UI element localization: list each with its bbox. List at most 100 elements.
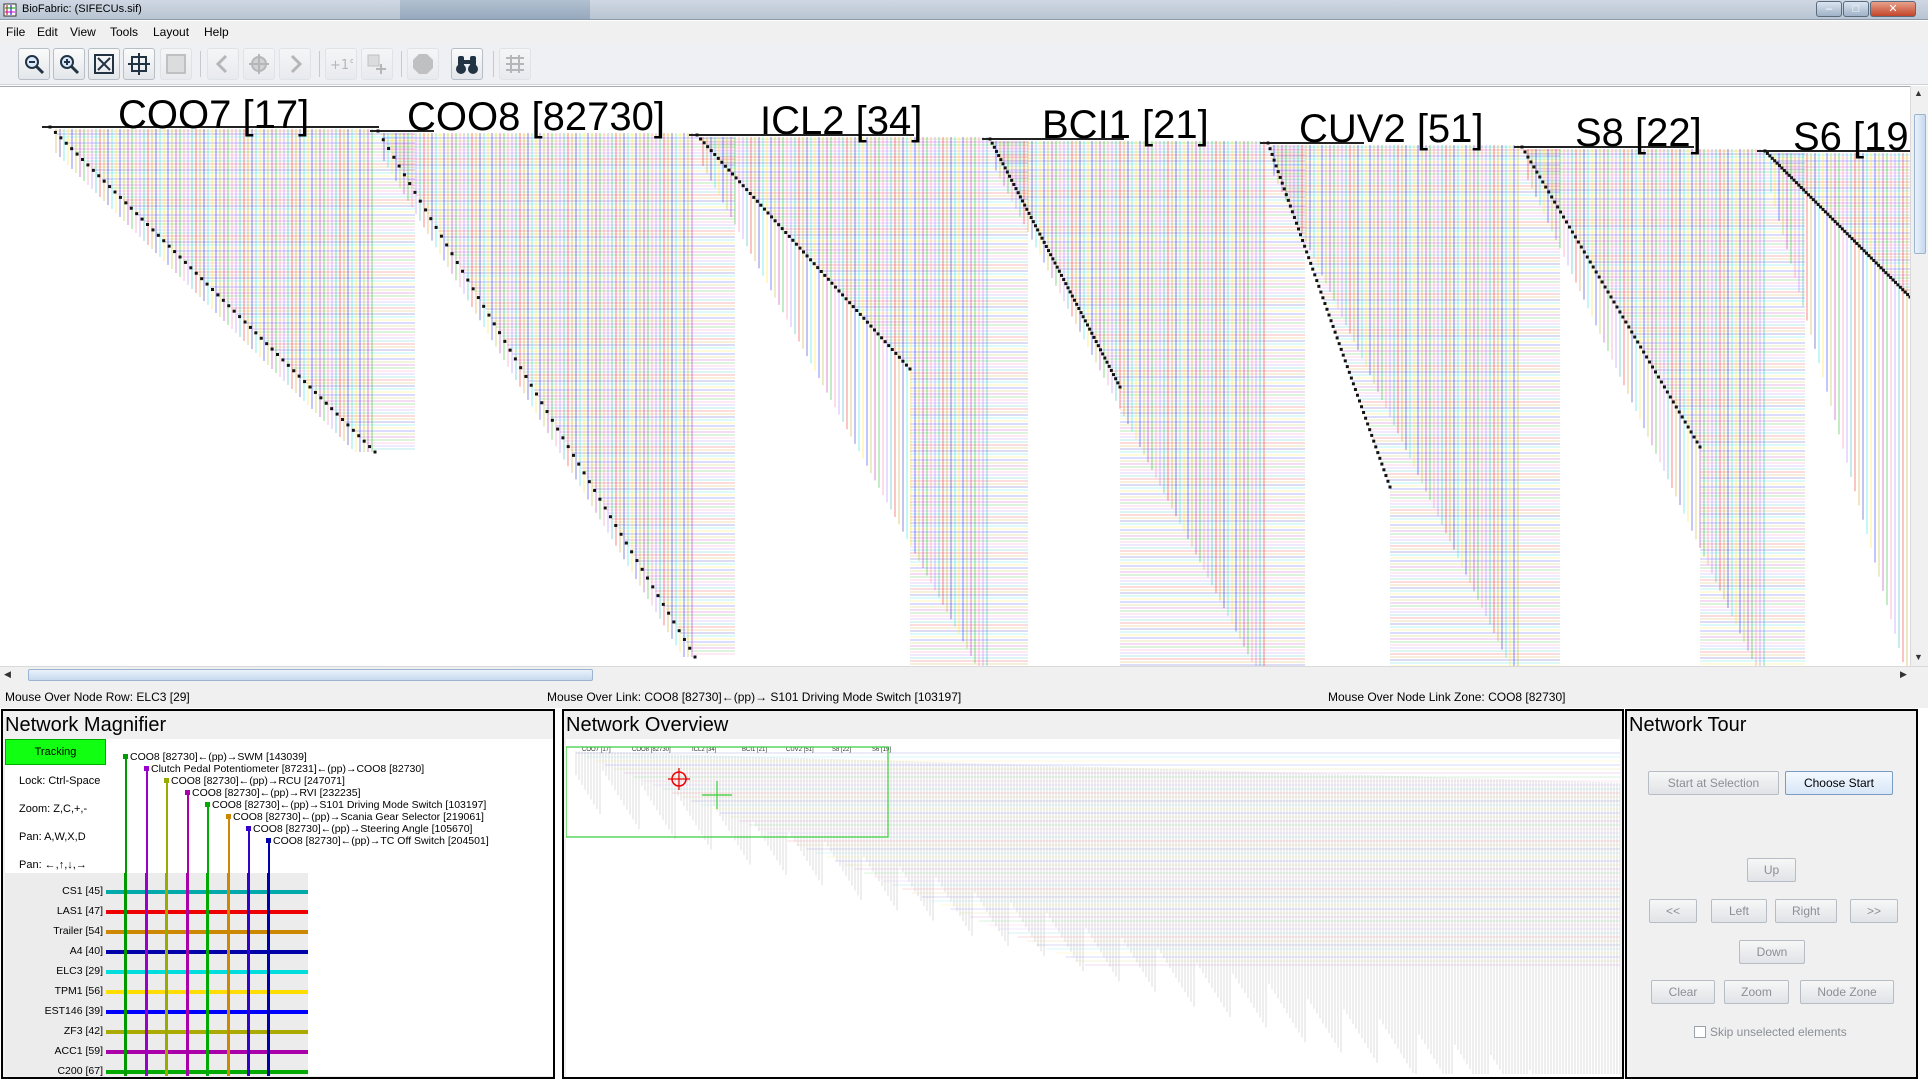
node-title-coo7: COO7 [17] — [118, 93, 310, 137]
link-endpoint-marker — [185, 790, 190, 795]
magnifier-link-label: COO8 [82730]←(pp)→Steering Angle [105670… — [253, 823, 473, 835]
center-on-selection-button[interactable] — [243, 48, 275, 80]
status-row: Mouse Over Node Row: ELC3 [29] Mouse Ove… — [0, 682, 1928, 708]
scroll-down-arrow-icon[interactable]: ▼ — [1914, 652, 1923, 662]
horizontal-scrollbar[interactable]: ◀ ▶ — [0, 666, 1928, 682]
magnifier-link-label: COO8 [82730]←(pp)→TC Off Switch [204501] — [273, 835, 489, 847]
minimize-button[interactable]: – — [1816, 1, 1842, 17]
overview-viewport-rect[interactable] — [565, 746, 889, 838]
status-node-row: Mouse Over Node Row: ELC3 [29] — [5, 690, 190, 704]
add-first-neighbors-button[interactable]: +1° — [325, 48, 357, 80]
previous-button[interactable] — [207, 48, 239, 80]
link-vertical-line — [146, 770, 148, 873]
menu-bar: File Edit View Tools Layout Help — [0, 21, 1928, 43]
link-endpoint-marker — [266, 838, 271, 843]
link-endpoint-marker — [205, 802, 210, 807]
choose-start-button[interactable]: Choose Start — [1785, 771, 1893, 795]
menu-view[interactable]: View — [70, 25, 96, 39]
next-icon — [290, 54, 303, 74]
zoom-out-button[interactable] — [18, 48, 50, 80]
search-button[interactable] — [451, 48, 483, 80]
menu-edit[interactable]: Edit — [37, 25, 58, 39]
link-vertical-line — [125, 758, 127, 873]
magnifier-row-label: CS1 [45] — [62, 885, 103, 897]
stop-button[interactable] — [407, 48, 439, 80]
link-vertical-line — [166, 782, 168, 873]
zoom-in-icon — [60, 55, 80, 75]
node-title-icl2: ICL2 [34] — [760, 99, 923, 143]
svg-text:+1°: +1° — [330, 58, 353, 73]
zoom-to-selection-icon — [128, 53, 150, 75]
network-fabric-canvas — [42, 125, 1910, 667]
magnifier-canvas[interactable]: Tracking Lock: Ctrl-Space Zoom: Z,C,+,- … — [5, 739, 553, 1077]
node-title-cuv2: CUV2 [51] — [1299, 107, 1484, 151]
maximize-button[interactable]: □ — [1843, 1, 1869, 17]
tour-zoom-button[interactable]: Zoom — [1724, 980, 1789, 1004]
search-binoculars-icon — [456, 56, 478, 74]
scroll-up-arrow-icon[interactable]: ▲ — [1914, 88, 1923, 98]
start-at-selection-button[interactable]: Start at Selection — [1648, 771, 1779, 795]
hint-zoom: Zoom: Z,C,+,- — [19, 803, 88, 815]
tour-left-button[interactable]: Left — [1711, 899, 1767, 923]
overview-fabric: COO7 [17]COO8 [82730]ICL2 [34]BCI1 [21]C… — [565, 746, 1626, 1074]
tour-down-button[interactable]: Down — [1739, 940, 1805, 964]
tour-node-zone-button[interactable]: Node Zone — [1800, 980, 1894, 1004]
vertical-scrollbar[interactable]: ▲ ▼ — [1910, 86, 1928, 666]
fabric-links — [42, 125, 1910, 667]
menu-help[interactable]: Help — [204, 25, 229, 39]
overview-node-label: COO8 [82730] — [632, 747, 671, 753]
overview-fabric-links — [575, 751, 1626, 1074]
hint-lock: Lock: Ctrl-Space — [19, 775, 101, 787]
horizontal-scroll-thumb[interactable] — [28, 669, 593, 681]
magnifier-row-label: A4 [40] — [69, 945, 103, 957]
skip-unselected-row[interactable]: Skip unselected elements — [1694, 1025, 1847, 1039]
zoom-in-button[interactable] — [53, 48, 85, 80]
overview-title: Network Overview — [566, 714, 729, 736]
overview-node-label: S8 [22] — [832, 747, 851, 753]
magnifier-row-label: EST146 [39] — [44, 1005, 103, 1017]
overview-canvas[interactable]: COO7 [17]COO8 [82730]ICL2 [34]BCI1 [21]C… — [565, 739, 1626, 1077]
menu-layout[interactable]: Layout — [153, 25, 190, 39]
vertical-scroll-thumb[interactable] — [1914, 114, 1926, 254]
magnifier-link-grid — [106, 873, 553, 1076]
network-view[interactable]: COO7 [17] COO8 [82730] ICL2 [34] BCI1 [2… — [0, 86, 1910, 667]
magnifier-row-label: Trailer [54] — [53, 925, 103, 937]
network-tour-panel: Network Tour Start at Selection Choose S… — [1625, 709, 1918, 1079]
node-title-bci1: BCI1 [21] — [1042, 103, 1209, 147]
tour-up-button[interactable]: Up — [1747, 858, 1796, 882]
hint-pan-keys: Pan: A,W,X,D — [19, 831, 86, 843]
zoom-to-selection-button[interactable] — [123, 48, 155, 80]
menu-tools[interactable]: Tools — [110, 25, 139, 39]
skip-unselected-checkbox[interactable] — [1694, 1026, 1706, 1038]
menu-file[interactable]: File — [6, 25, 26, 39]
tour-first-button[interactable]: << — [1649, 899, 1697, 923]
node-title-s6: S6 [19 — [1793, 115, 1909, 159]
magnifier-link-label: COO8 [82730]←(pp)→Scania Gear Selector [… — [233, 811, 484, 823]
magnifier-row-label: C200 [67] — [57, 1065, 103, 1077]
tour-clear-button[interactable]: Clear — [1651, 980, 1715, 1004]
network-magnifier-panel: Network Magnifier Tracking Lock: Ctrl-Sp… — [1, 709, 555, 1079]
magnifier-link-label: COO8 [82730]←(pp)→S101 Driving Mode Swit… — [212, 799, 487, 811]
tracking-toggle[interactable]: Tracking — [5, 739, 106, 765]
tour-right-button[interactable]: Right — [1775, 899, 1837, 923]
zoom-to-fit-button[interactable] — [88, 48, 120, 80]
zoom-to-rect-button[interactable] — [160, 48, 192, 80]
tour-last-button[interactable]: >> — [1850, 899, 1898, 923]
scroll-right-arrow-icon[interactable]: ▶ — [1900, 669, 1907, 679]
next-button[interactable] — [279, 48, 311, 80]
magnifier-row-label: ZF3 [42] — [63, 1025, 103, 1037]
link-endpoint-marker — [226, 814, 231, 819]
add-selection-button[interactable] — [361, 48, 393, 80]
toolbar-separator — [401, 51, 402, 77]
link-endpoint-marker — [246, 826, 251, 831]
add-selection-icon — [367, 54, 386, 74]
magnifier-link-label: COO8 [82730]←(pp)→RCU [247071] — [171, 775, 345, 787]
link-vertical-line — [187, 794, 189, 873]
layout-button[interactable] — [499, 48, 531, 80]
scroll-left-arrow-icon[interactable]: ◀ — [4, 669, 11, 679]
toolbar-separator — [319, 51, 320, 77]
overview-node-label: S6 [19] — [872, 747, 891, 753]
zoom-out-icon — [25, 55, 45, 75]
close-button[interactable]: ✕ — [1870, 1, 1916, 17]
title-bar: BioFabric: (SIFECUs.sif) – □ ✕ — [0, 0, 1928, 20]
